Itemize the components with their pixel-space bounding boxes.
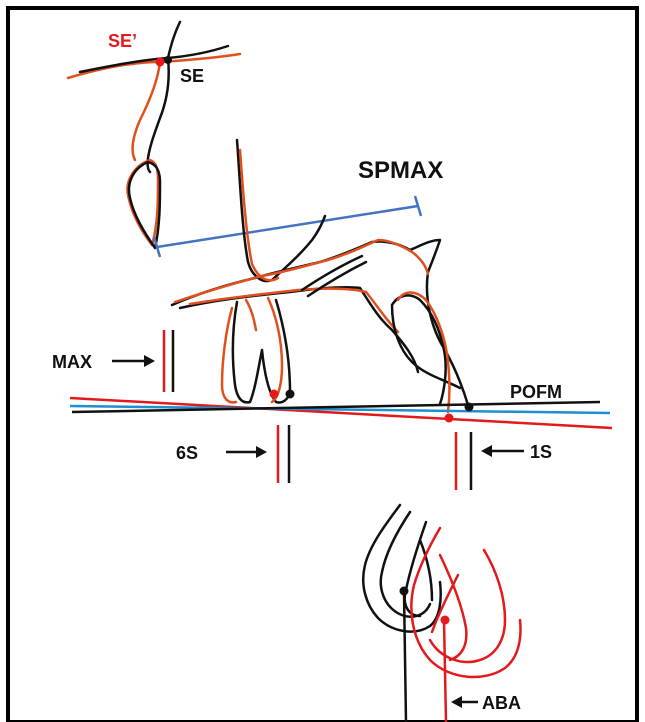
six-s-indicator [226,425,289,483]
spmax-label: SPMAX [358,157,443,184]
se-prime-point [156,58,165,67]
aba-black-line [404,592,406,722]
aba-arrow [451,696,478,708]
one-s-indicator [456,432,524,490]
occlusal-lines [70,398,612,428]
max-indicator [112,330,173,392]
symphysis-tracing [363,505,520,722]
one-s-arrow-head [481,445,492,457]
six-s-red-point [270,390,279,399]
aba-red-point [441,616,450,625]
se-prime-label: SE’ [108,31,137,51]
one-s-label: 1S [530,442,552,462]
max-label: MAX [52,352,92,372]
one-s-red-point [445,414,454,423]
six-s-arrow-head [256,446,267,458]
se-label: SE [180,66,204,86]
sella-outline-black [80,22,228,172]
diagram-frame [8,8,637,722]
six-s-black-point [286,390,295,399]
orbit-loop [127,160,160,248]
six-s-label: 6S [176,443,198,463]
spmax-line-group [154,196,421,257]
max-arrow-head [144,355,155,367]
aba-arrow-head [451,696,462,708]
palate-lower-orange [190,289,398,332]
molar-orange [222,298,282,402]
incisor-red [432,555,466,660]
aba-red-line [444,620,446,722]
one-s-black-point [465,403,474,412]
aba-label: ABA [482,693,521,713]
aba-black-point [400,587,409,596]
pterygoid-process-orange [240,150,278,280]
palate-outline-orange [175,240,428,302]
se-point [164,56,172,64]
pofm-label: POFM [510,382,562,402]
sella-tracing [68,22,240,172]
